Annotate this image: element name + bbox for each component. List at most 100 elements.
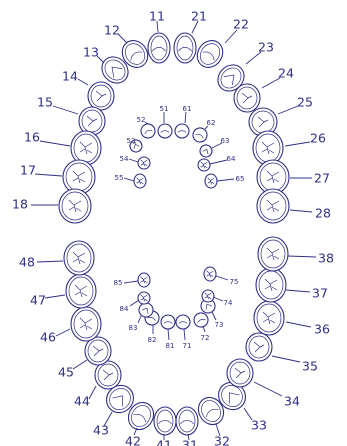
tooth-outline [192,36,228,73]
tooth-number-72: 72 [201,334,210,342]
tooth-52[interactable] [139,122,158,141]
leader-line-74 [213,297,223,301]
tooth-72[interactable] [192,311,210,329]
tooth-number-44: 44 [74,394,90,409]
tooth-number-38: 38 [318,251,334,266]
leader-line-83 [138,316,141,323]
tooth-number-46: 46 [40,330,56,345]
tooth-36[interactable] [254,301,284,335]
leader-line-46 [56,329,70,336]
tooth-number-48: 48 [19,255,35,270]
tooth-number-12: 12 [104,23,120,38]
tooth-number-63: 63 [221,137,230,145]
tooth-11[interactable] [148,33,170,63]
tooth-number-17: 17 [20,163,36,178]
tooth-outline [138,273,150,287]
tooth-number-61: 61 [183,105,192,113]
tooth-outline [234,84,260,112]
tooth-number-11: 11 [149,9,165,24]
tooth-46[interactable] [71,307,101,341]
tooth-14[interactable] [88,82,114,110]
tooth-54[interactable] [138,157,150,169]
leader-line-16 [40,141,70,146]
tooth-22[interactable] [192,36,228,73]
tooth-41[interactable] [154,407,176,435]
leader-line-26 [285,142,310,146]
leader-line-64 [210,160,227,164]
leader-line-61 [185,112,186,123]
tooth-outline [59,189,91,223]
tooth-outline [71,307,101,341]
tooth-55[interactable] [134,174,146,188]
tooth-number-75: 75 [230,278,239,286]
tooth-number-23: 23 [258,40,274,55]
tooth-number-71: 71 [183,342,192,350]
tooth-28[interactable] [257,189,289,223]
tooth-51[interactable] [158,124,172,138]
tooth-number-65: 65 [236,175,245,183]
tooth-84[interactable] [138,292,150,304]
leader-line-81 [168,329,169,340]
leader-line-54 [129,159,138,162]
tooth-74[interactable] [202,290,214,302]
leader-line-75 [216,276,228,280]
tooth-64[interactable] [198,159,210,171]
tooth-21[interactable] [174,33,196,63]
leader-line-73 [212,312,216,320]
tooth-75[interactable] [204,267,216,281]
tooth-17[interactable] [63,160,95,194]
leader-line-14 [78,79,88,85]
tooth-37[interactable] [256,268,286,302]
tooth-outline [253,131,283,165]
tooth-71[interactable] [176,315,190,329]
tooth-number-54: 54 [120,155,129,163]
tooth-outline [227,359,253,387]
tooth-number-35: 35 [302,359,318,374]
tooth-31[interactable] [176,407,198,435]
leader-line-55 [124,178,134,181]
tooth-outline [258,237,288,271]
tooth-47[interactable] [66,274,96,308]
tooth-number-16: 16 [24,130,40,145]
tooth-number-74: 74 [224,299,233,307]
leader-line-37 [286,290,310,292]
leader-line-65 [217,179,234,181]
tooth-38[interactable] [258,237,288,271]
tooth-number-52: 52 [137,116,146,124]
tooth-34[interactable] [227,359,253,387]
tooth-outline [205,174,217,188]
teeth-layer [59,33,289,435]
tooth-65[interactable] [205,174,217,188]
tooth-85[interactable] [138,273,150,287]
leader-line-35 [272,356,300,362]
tooth-outline [257,189,289,223]
leader-line-17 [35,174,62,176]
tooth-81[interactable] [161,315,175,329]
tooth-number-84: 84 [120,305,129,313]
tooth-48[interactable] [64,241,94,275]
tooth-number-27: 27 [314,171,330,186]
tooth-number-33: 33 [251,418,267,433]
leader-line-28 [290,210,312,212]
tooth-24[interactable] [234,84,260,112]
tooth-outline [88,82,114,110]
tooth-number-55: 55 [115,174,124,182]
tooth-number-24: 24 [278,66,294,81]
tooth-outline [198,159,210,171]
tooth-18[interactable] [59,189,91,223]
tooth-35[interactable] [246,333,272,361]
tooth-number-31: 31 [182,438,198,446]
leader-line-84 [130,300,139,306]
tooth-62[interactable] [191,126,210,145]
tooth-outline [254,301,284,335]
tooth-number-32: 32 [214,434,230,446]
tooth-outline [138,157,150,169]
tooth-63[interactable] [198,143,214,159]
tooth-outline [256,268,286,302]
tooth-26[interactable] [253,131,283,165]
tooth-61[interactable] [175,124,189,138]
tooth-number-81: 81 [166,342,175,350]
tooth-number-82: 82 [148,336,157,344]
tooth-number-73: 73 [215,321,224,329]
tooth-number-37: 37 [312,286,328,301]
